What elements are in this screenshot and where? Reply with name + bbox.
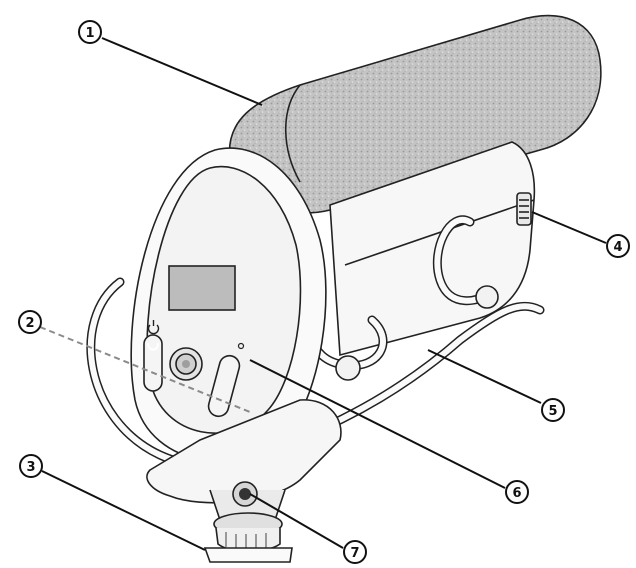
svg-text:5: 5	[548, 404, 557, 419]
leader-lines	[39, 37, 607, 551]
callout-7: 7	[343, 540, 367, 564]
leader-1	[101, 37, 263, 106]
svg-text:1: 1	[85, 26, 94, 41]
function-button	[207, 354, 241, 418]
svg-text:4: 4	[613, 240, 622, 255]
svg-text:6: 6	[512, 486, 521, 501]
callout-6: 6	[505, 480, 529, 504]
callout-3: 3	[19, 454, 43, 478]
audio-output-jack	[232, 481, 258, 507]
svg-text:7: 7	[350, 546, 359, 561]
callout-4: 4	[606, 234, 630, 258]
leader-5	[427, 349, 542, 404]
mount-knob-left	[335, 355, 361, 381]
leader-2	[39, 326, 251, 413]
lcd-display	[168, 265, 236, 311]
leader-6	[249, 359, 506, 489]
power-button	[143, 334, 163, 392]
svg-text:2: 2	[25, 316, 34, 331]
leader-7	[249, 493, 344, 549]
led-indicator-icon	[237, 342, 245, 350]
control-knob	[169, 347, 203, 381]
callout-2: 2	[18, 310, 42, 334]
callout-1: 1	[78, 20, 102, 44]
battery-door	[516, 192, 532, 226]
leader-4	[531, 211, 607, 244]
shoe-mount	[146, 399, 342, 563]
svg-text:3: 3	[26, 460, 35, 475]
power-icon	[147, 320, 160, 335]
callout-5: 5	[541, 398, 565, 422]
mount-knob-right	[475, 285, 499, 309]
leader-3	[41, 470, 206, 551]
